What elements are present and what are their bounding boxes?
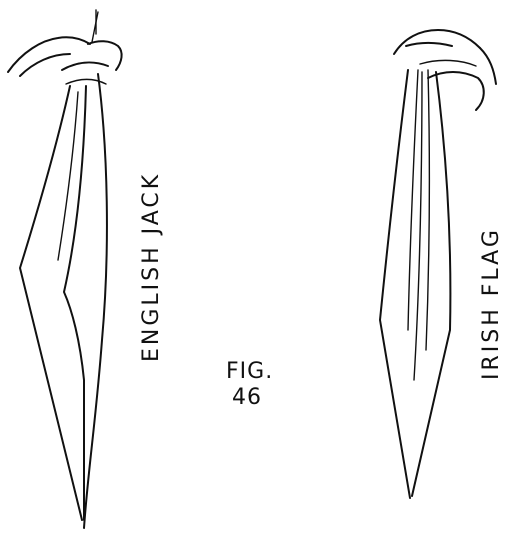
figure-number-line1: FIG. [226,359,273,384]
left-hand-drawing [8,10,122,84]
right-hand-drawing [394,30,496,110]
irish-flag-label: IRISH FLAG [479,227,504,380]
left-flag-drawing [20,74,107,528]
figure-number-line2: 46 [232,385,262,410]
english-jack-illustration [8,10,122,528]
english-jack-label: ENGLISH JACK [139,172,164,362]
right-flag-drawing [380,70,450,498]
